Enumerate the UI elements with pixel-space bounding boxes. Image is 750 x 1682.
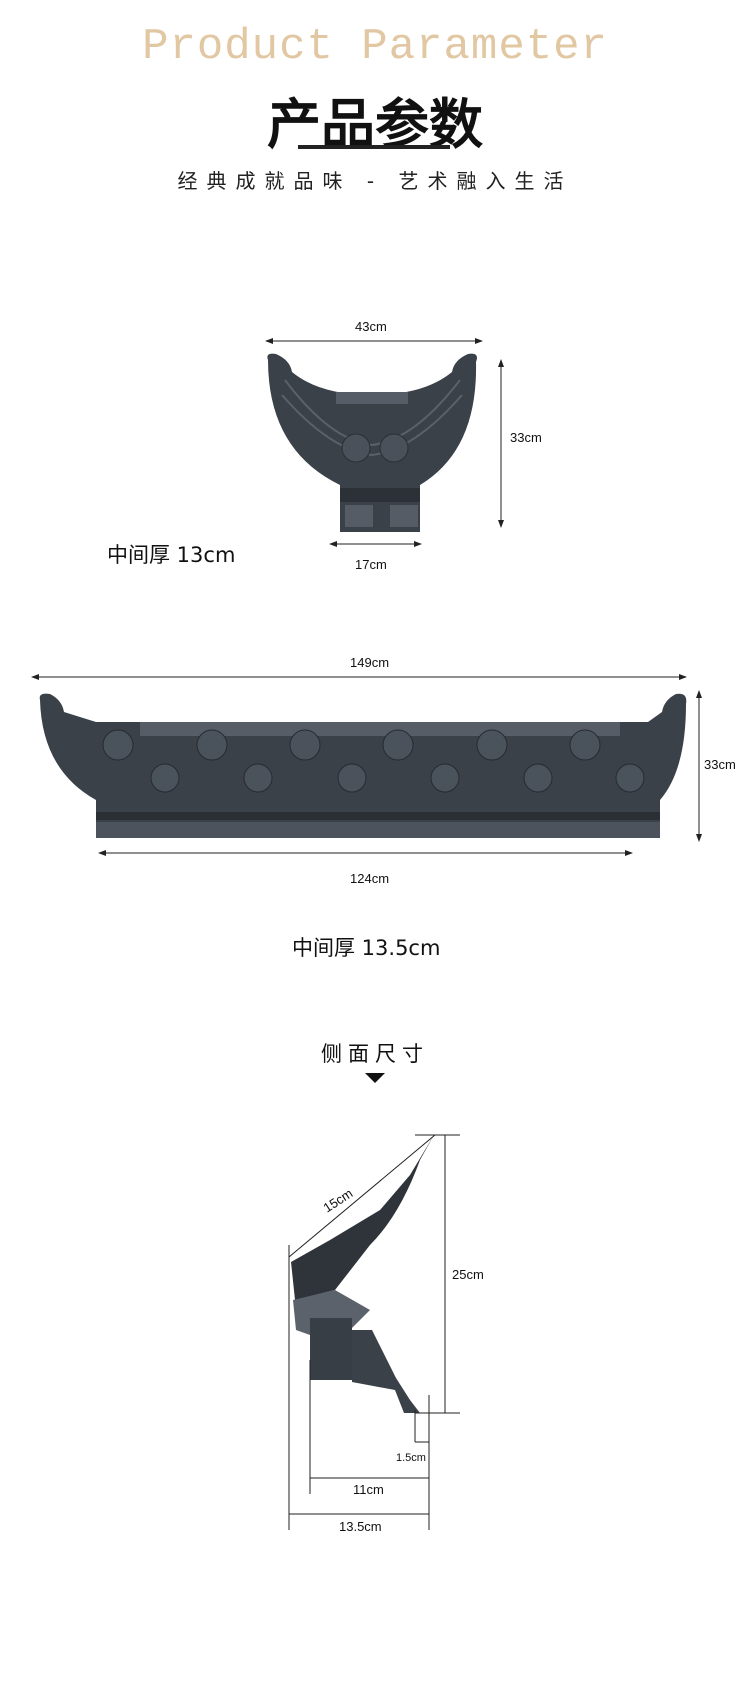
- side-view-title: 侧面尺寸: [321, 1042, 429, 1066]
- long-width-label: 149cm: [350, 655, 390, 670]
- side-height-label: 25cm: [452, 1267, 484, 1282]
- long-base-label: 124cm: [350, 871, 390, 886]
- side-profile-image: [291, 1135, 434, 1413]
- side-depth-label: 13.5cm: [339, 1519, 382, 1534]
- subtitle: 经典成就品味 - 艺术融入生活: [177, 169, 573, 193]
- down-triangle-icon: [365, 1073, 385, 1083]
- front-thickness-note: 中间厚 13cm: [107, 543, 236, 567]
- long-height-label: 33cm: [704, 757, 736, 772]
- side-lip-label: 1.5cm: [396, 1452, 426, 1464]
- long-dimension-lines: [31, 674, 702, 856]
- front-width-label: 43cm: [355, 319, 387, 334]
- front-base-label: 17cm: [355, 557, 387, 572]
- side-base-label: 11cm: [353, 1482, 384, 1497]
- title-english: Product Parameter: [142, 22, 608, 72]
- front-piece-image: [267, 353, 477, 532]
- front-height-label: 33cm: [510, 430, 542, 445]
- front-dimension-lines: [265, 338, 504, 547]
- long-thickness-note: 中间厚 13.5cm: [292, 936, 441, 960]
- title-underline: [298, 145, 450, 149]
- long-piece-image: [39, 693, 687, 838]
- side-dimension-lines: [288, 1134, 460, 1530]
